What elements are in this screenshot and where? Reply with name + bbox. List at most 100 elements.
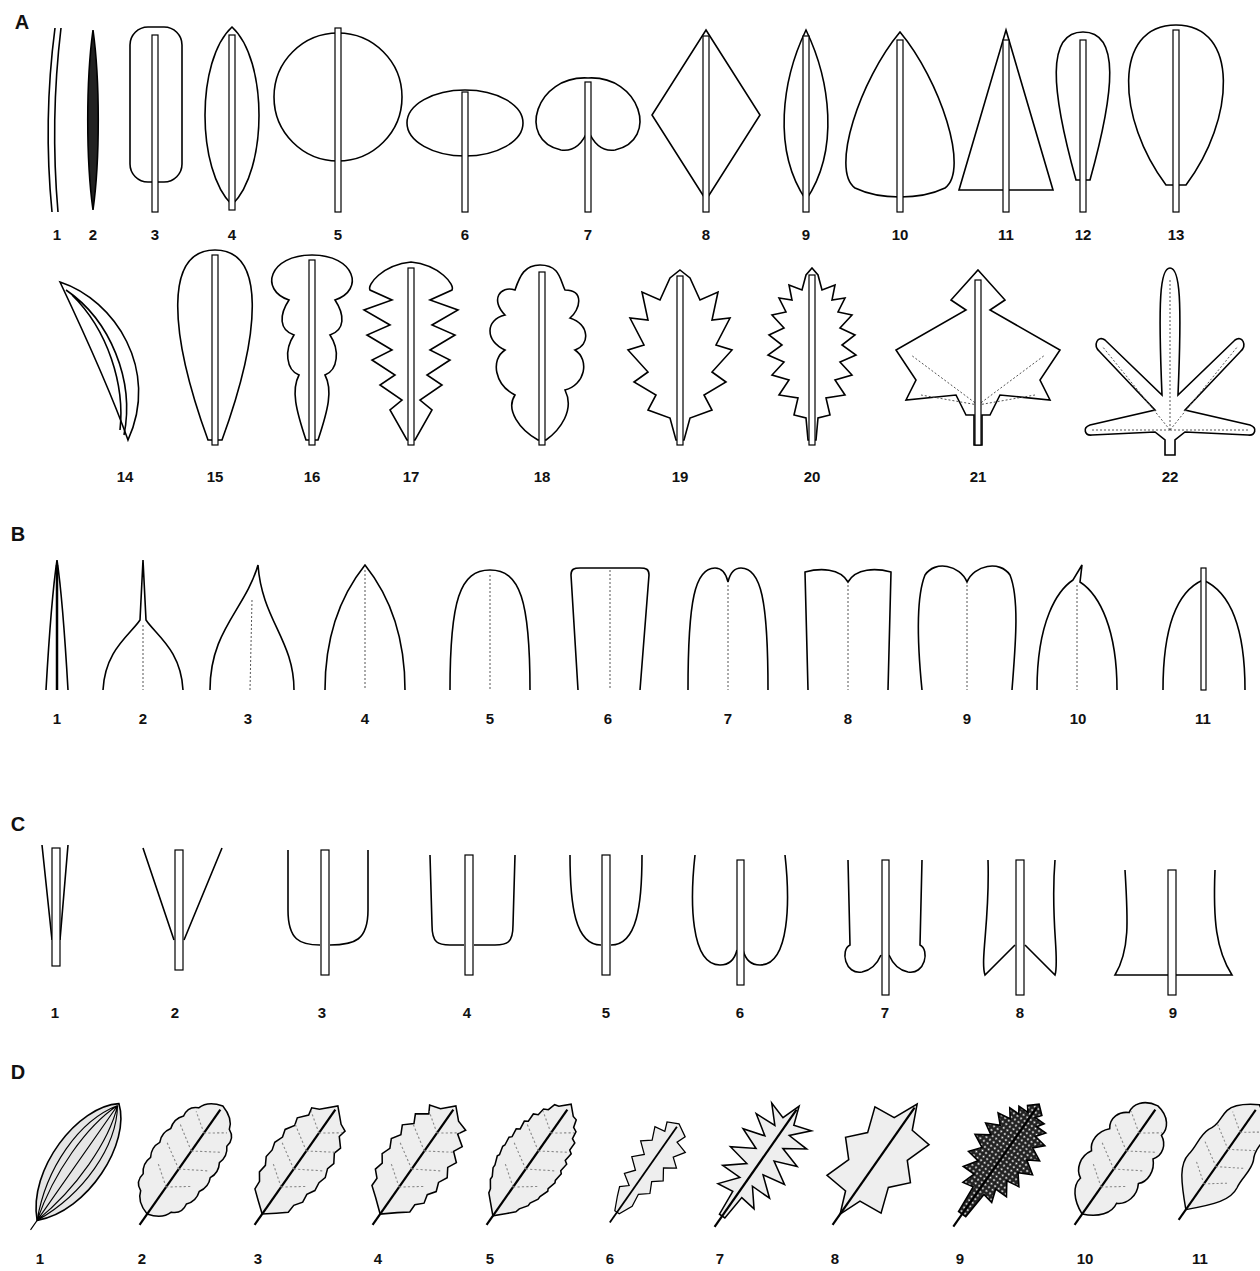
leaf-margin (460, 1086, 597, 1243)
leaf-apex (210, 565, 294, 690)
figure-number: 2 (139, 711, 147, 726)
leaf-margin (113, 1087, 250, 1244)
figure-number: 18 (534, 469, 551, 484)
leaf-shape (490, 265, 586, 445)
figure-number: 2 (138, 1251, 146, 1266)
figure-number: 8 (844, 711, 852, 726)
figure-number: 1 (53, 711, 61, 726)
figure-number: 1 (51, 1005, 59, 1020)
figure-number: 13 (1168, 227, 1185, 242)
figure-number: 2 (171, 1005, 179, 1020)
figure-number: 8 (702, 227, 710, 242)
figure-number: 9 (956, 1251, 964, 1266)
leaf-margin (592, 1111, 698, 1236)
leaf-shape (60, 282, 139, 440)
figure-number: 3 (151, 227, 159, 242)
figure-number: 5 (602, 1005, 610, 1020)
leaf-apex (918, 566, 1016, 690)
figure-number: 3 (318, 1005, 326, 1020)
leaf-shape (768, 268, 856, 445)
leaf-shape (130, 27, 182, 212)
leaf-margin (229, 1088, 363, 1242)
figure-number: 3 (244, 711, 252, 726)
leaf-apex (805, 570, 891, 690)
leaf-shape (652, 30, 760, 212)
figure-number: 8 (831, 1251, 839, 1266)
figure-number: 4 (463, 1005, 471, 1020)
figure-number: 6 (736, 1005, 744, 1020)
leaf-shape (178, 250, 253, 445)
section-letter: C (11, 814, 25, 834)
leaf-shape (896, 270, 1060, 445)
leaf-shape (1085, 268, 1255, 455)
leaf-shape (274, 28, 402, 212)
figure-number: 10 (892, 227, 909, 242)
figure-number: 7 (716, 1251, 724, 1266)
leaf-margin (9, 1089, 140, 1245)
leaf-shape (407, 90, 523, 212)
figure-number: 6 (461, 227, 469, 242)
leaf-base (1115, 870, 1232, 995)
leaf-margin (1154, 1088, 1260, 1237)
section-letter: B (11, 524, 25, 544)
figure-number: 1 (36, 1251, 44, 1266)
figure-number: 7 (724, 711, 732, 726)
figure-number: 9 (1169, 1005, 1177, 1020)
figure-number: 19 (672, 469, 689, 484)
figure-number: 16 (304, 469, 321, 484)
figure-number: 7 (881, 1005, 889, 1020)
leaf-apex (325, 565, 405, 690)
figure-number: 4 (374, 1251, 382, 1266)
leaf-shape (784, 30, 828, 212)
leaf-shape (1129, 25, 1224, 212)
figure-number: 15 (207, 469, 224, 484)
section-letter: A (15, 12, 29, 32)
leaf-shape (959, 30, 1053, 212)
figure-number: 4 (228, 227, 236, 242)
leaf-shape (628, 270, 732, 445)
figure-number: 22 (1162, 469, 1179, 484)
section-letter: D (11, 1062, 25, 1082)
figure-number: 4 (361, 711, 369, 726)
figure-number: 10 (1077, 1251, 1094, 1266)
leaf-margin (345, 1086, 484, 1244)
leaf-shape (88, 30, 99, 210)
leaf-apex (688, 568, 768, 690)
leaf-base (42, 845, 68, 966)
figure-number: 11 (998, 227, 1014, 242)
leaf-base (845, 860, 925, 995)
leaf-shape (272, 255, 353, 445)
leaf-margin (924, 1084, 1067, 1247)
leaf-margin (688, 1087, 827, 1246)
leaf-apex (450, 570, 530, 690)
figure-number: 2 (89, 227, 97, 242)
leaf-base (430, 855, 515, 975)
leaf-base (570, 855, 642, 975)
figure-number: 11 (1192, 1251, 1208, 1266)
leaf-shape (536, 78, 640, 212)
leaf-apex (103, 560, 183, 690)
leaf-shape (846, 32, 954, 212)
figure-number: 10 (1070, 711, 1087, 726)
figure-number: 1 (53, 227, 61, 242)
leaf-apex (1037, 565, 1117, 690)
figure-number: 21 (970, 469, 987, 484)
figure-number: 5 (486, 711, 494, 726)
leaf-margin (1047, 1087, 1185, 1244)
leaf-base (143, 848, 222, 970)
figure-number: 5 (486, 1251, 494, 1266)
leaf-shape (48, 28, 61, 212)
leaf-base (288, 850, 368, 975)
figure-number: 6 (604, 711, 612, 726)
leaf-margin (800, 1081, 949, 1247)
leaf-apex (46, 560, 68, 690)
figure-number: 3 (254, 1251, 262, 1266)
figure-number: 5 (334, 227, 342, 242)
figure-number: 7 (584, 227, 592, 242)
leaf-base (984, 860, 1057, 995)
figure-number: 8 (1016, 1005, 1024, 1020)
figure-number: 17 (403, 469, 420, 484)
